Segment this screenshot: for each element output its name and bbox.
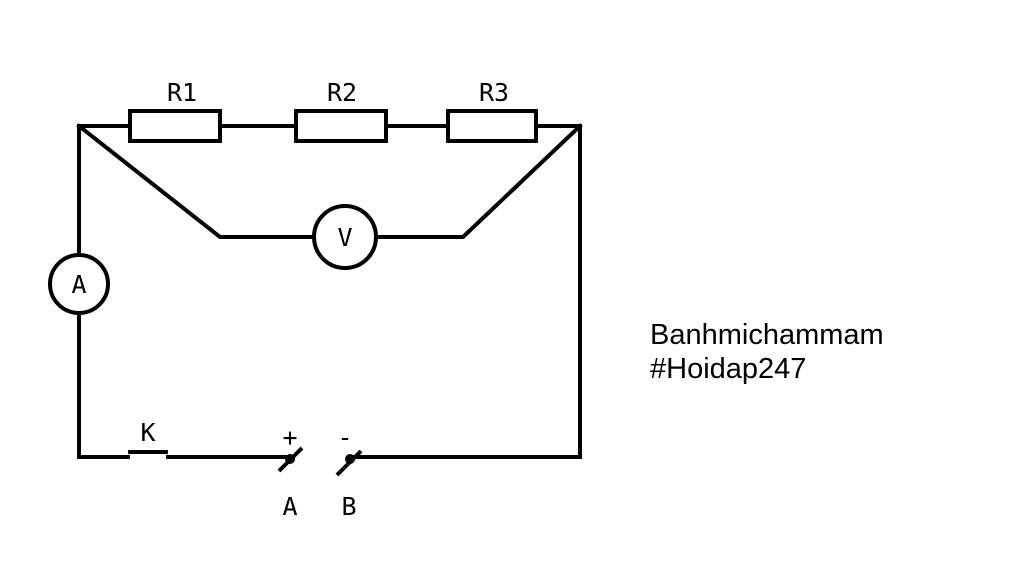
wire-voltmeter-left [76,123,316,239]
resistor-r2 [294,109,388,143]
terminal-positive-dot [285,454,295,464]
credit-text: Banhmichammam #Hoidap247 [650,318,884,386]
terminal-b-label: B [341,492,356,521]
voltmeter-label: V [337,223,352,252]
positive-sign: + [282,423,297,452]
wire-voltmeter-right [374,123,583,239]
credit-line-2: #Hoidap247 [650,353,807,385]
resistor-r3-label: R3 [479,78,509,107]
switch-k-label: K [140,418,155,447]
resistor-r2-label: R2 [327,78,357,107]
terminal-a-label: A [282,492,297,521]
resistor-r1 [128,109,222,143]
resistor-r3 [446,109,538,143]
credit-line-1: Banhmichammam [650,319,884,351]
resistor-r1-label: R1 [167,78,197,107]
voltmeter [312,204,378,270]
negative-sign: - [337,423,352,452]
ammeter-label: A [71,270,86,299]
ammeter [48,253,110,315]
terminal-negative-dot [345,454,355,464]
